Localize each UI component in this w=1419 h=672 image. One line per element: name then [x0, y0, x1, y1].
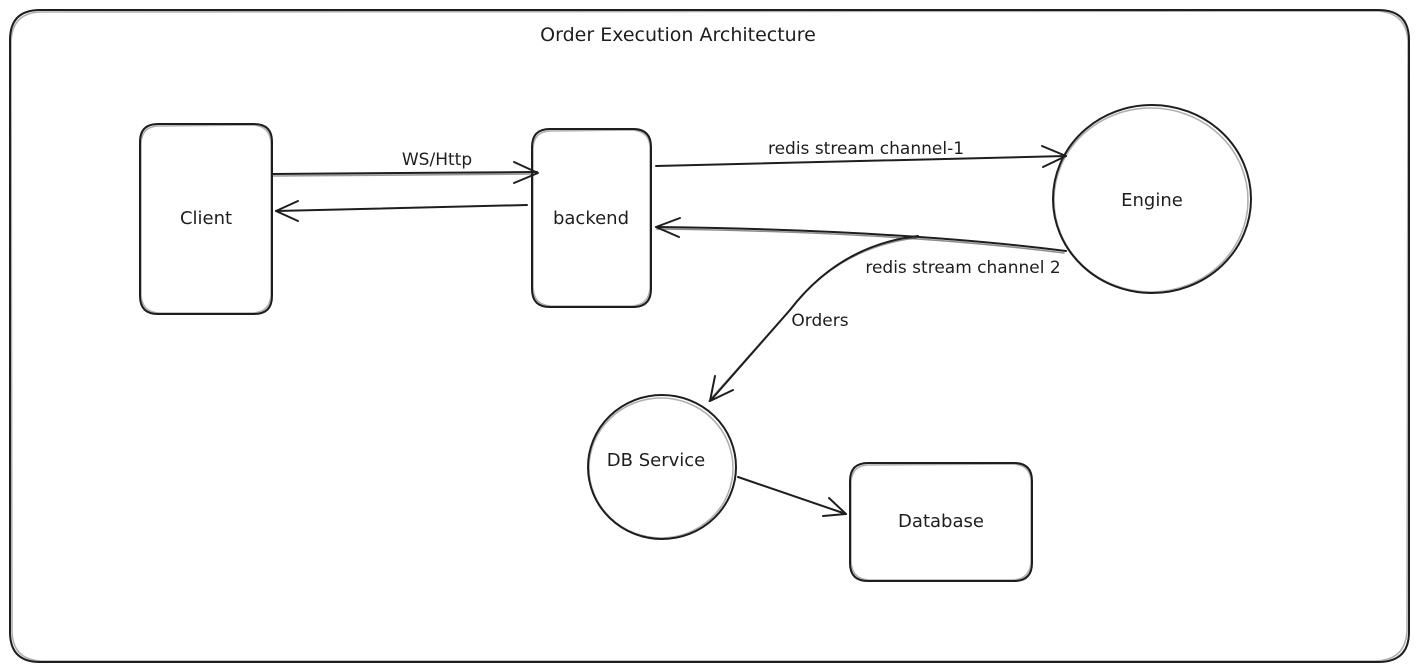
database-node: Database: [849, 462, 1033, 582]
engine-node: Engine: [1052, 104, 1252, 294]
client-label: Client: [180, 208, 232, 229]
edge-engine-to-backend: redis stream channel 2: [655, 217, 1067, 278]
db-service-label: DB Service: [607, 450, 705, 471]
edge-backend-to-engine-label: redis stream channel-1: [768, 139, 964, 159]
edge-db-service-to-database: [737, 476, 847, 517]
diagram-frame: [9, 9, 1410, 663]
edge-engine-to-db-service: Orders: [708, 235, 919, 402]
edge-client-to-backend: WS/Http: [271, 150, 539, 184]
client-node: Client: [139, 123, 273, 315]
edge-engine-to-backend-label: redis stream channel 2: [865, 258, 1060, 278]
edge-backend-to-client: [275, 200, 528, 222]
db-service-node: DB Service: [587, 394, 737, 540]
backend-node: backend: [531, 128, 652, 308]
backend-label: backend: [553, 208, 629, 229]
database-label: Database: [898, 511, 984, 532]
edge-client-to-backend-label: WS/Http: [402, 150, 472, 170]
edge-engine-to-db-service-label: Orders: [791, 311, 848, 331]
engine-label: Engine: [1121, 190, 1183, 211]
edge-backend-to-engine: redis stream channel-1: [655, 139, 1067, 168]
diagram-title: Order Execution Architecture: [540, 24, 816, 46]
